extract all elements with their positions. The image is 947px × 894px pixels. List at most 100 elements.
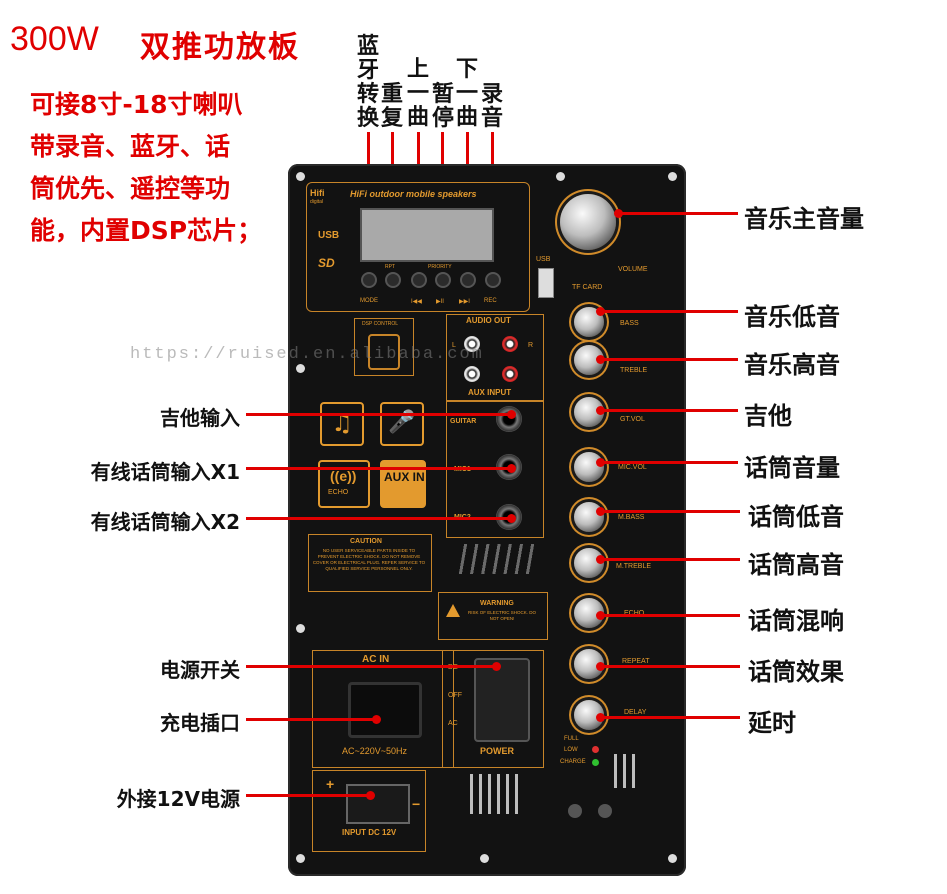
record-button[interactable] — [485, 272, 501, 288]
echo-label: ECHO — [328, 489, 349, 496]
power-label: POWER — [480, 746, 515, 756]
leader-line — [246, 413, 510, 416]
usb-port[interactable] — [538, 268, 554, 298]
leader-dot — [596, 507, 605, 516]
leader-line — [618, 212, 738, 215]
leader-dot — [596, 307, 605, 316]
label-bass: 音乐低音 — [744, 303, 840, 331]
label-power-switch: 电源开关 — [160, 658, 240, 682]
knob-label: MIC.VOL — [618, 464, 647, 471]
warning-text: RISK OF ELECTRIC SHOCK. DO NOT OPEN! — [467, 610, 536, 621]
mic-volume-knob[interactable] — [574, 452, 604, 482]
leader-dot — [372, 715, 381, 724]
knob-label: M.BASS — [618, 514, 645, 521]
guitar-label: GUITAR — [450, 418, 477, 425]
next-button[interactable] — [460, 272, 476, 288]
leader-line — [600, 665, 740, 668]
master-volume-knob[interactable] — [560, 194, 616, 250]
rca-out-left[interactable] — [464, 336, 480, 352]
vent-grille — [608, 754, 640, 788]
input-dc-label: INPUT DC 12V — [342, 828, 397, 837]
leader-line — [246, 794, 370, 797]
label-mic-treble: 话筒高音 — [748, 551, 844, 579]
leader-line — [600, 558, 740, 561]
led-red — [592, 746, 599, 753]
dc-terminal-block[interactable] — [346, 784, 410, 824]
led-charge-label: CHARGE — [560, 759, 586, 765]
music-icon: ♫ — [320, 402, 364, 446]
aux-in-label: AUX IN — [384, 470, 425, 484]
label-pause: 暂停 — [431, 82, 454, 131]
label-record: 录音 — [480, 82, 503, 131]
leader-dot — [507, 410, 516, 419]
rca-out-right[interactable] — [502, 336, 518, 352]
screw — [296, 172, 305, 181]
leader-dot — [596, 662, 605, 671]
ac-label: AC — [448, 720, 458, 727]
prev-button[interactable] — [411, 272, 427, 288]
leader-line — [600, 409, 738, 412]
sd-logo: SD — [318, 256, 335, 270]
rca-in-right[interactable] — [502, 366, 518, 382]
label-mic-bass: 话筒低音 — [748, 503, 844, 531]
tf-label: TF CARD — [572, 284, 603, 291]
button-label: MODE — [360, 298, 378, 304]
led-full-label: FULL — [564, 736, 579, 742]
minus-label: − — [412, 796, 421, 812]
watermark: https://ruised.en.alibaba.com — [130, 345, 484, 364]
label-effect: 话筒效果 — [748, 658, 844, 686]
leader-dot — [507, 464, 516, 473]
leader-line — [600, 614, 740, 617]
label-treble: 音乐高音 — [744, 351, 840, 379]
knob-label: M.TREBLE — [616, 563, 652, 570]
caution-title: CAUTION — [350, 538, 382, 545]
aux-input-label: AUX INPUT — [468, 388, 512, 397]
ac-in-label: AC IN — [362, 654, 390, 665]
leader-dot — [596, 611, 605, 620]
leader-line — [246, 467, 510, 470]
label-delay: 延时 — [748, 709, 796, 737]
power-rocker-switch[interactable] — [474, 658, 530, 742]
button-label: ▶▶I — [459, 299, 470, 305]
screw — [296, 624, 305, 633]
screw — [556, 172, 565, 181]
repeat-button[interactable] — [385, 272, 401, 288]
label-bluetooth: 蓝牙转换 — [356, 34, 379, 131]
button-label: ▶II — [436, 299, 444, 305]
label-master-volume: 音乐主音量 — [744, 205, 864, 233]
mode-button[interactable] — [361, 272, 377, 288]
off-label: OFF — [448, 692, 462, 699]
echo-icon — [318, 460, 370, 508]
echo-symbol: ((e)) — [330, 468, 357, 484]
label-12v-input: 外接12V电源 — [116, 787, 240, 811]
dsp-label: DSP CONTROL — [362, 321, 399, 327]
dc-input-box — [312, 770, 426, 852]
warning-icon — [446, 604, 460, 617]
ac-spec-label: AC~220V~50Hz — [342, 746, 408, 756]
leader-dot — [366, 791, 375, 800]
rca-in-left[interactable] — [464, 366, 480, 382]
screw — [668, 854, 677, 863]
leader-dot — [614, 209, 623, 218]
knob-label: ECHO — [624, 610, 644, 617]
screw — [296, 854, 305, 863]
remote-sensor — [568, 804, 582, 818]
leader-line — [246, 718, 376, 721]
leader-dot — [492, 662, 501, 671]
vent-grille — [456, 544, 536, 574]
label-mic2-input: 有线话筒输入X2 — [90, 510, 240, 534]
pause-button[interactable] — [435, 272, 451, 288]
button-label: REC — [484, 298, 497, 304]
usb-label: USB — [536, 256, 551, 263]
r-label: R — [528, 342, 534, 349]
feature-line: 筒优先、遥控等功 — [30, 174, 231, 203]
iec-power-socket[interactable] — [348, 682, 422, 738]
knob-label: REPEAT — [622, 658, 650, 665]
caution-box — [308, 534, 432, 592]
leader-dot — [596, 458, 605, 467]
usb-logo: USB — [318, 230, 340, 241]
led-low-label: LOW — [564, 747, 578, 753]
screw — [480, 854, 489, 863]
leader-line — [246, 517, 510, 520]
leader-line — [600, 358, 738, 361]
